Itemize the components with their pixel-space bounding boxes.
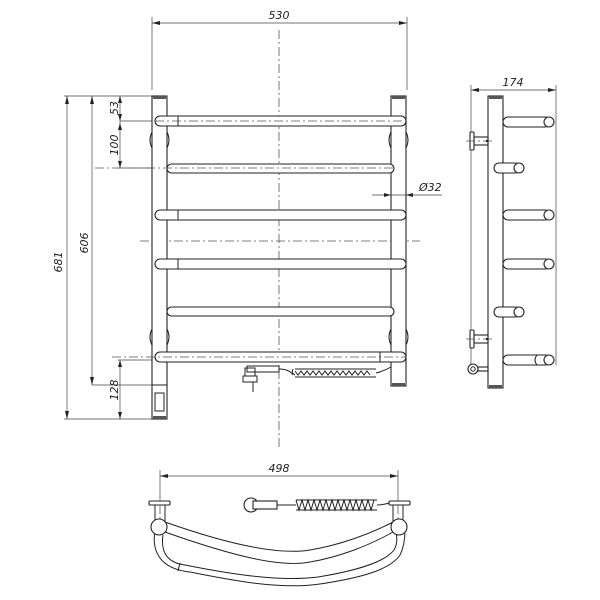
side-bracket-bottom <box>466 329 492 349</box>
rung-1 <box>154 115 407 127</box>
rung-3 <box>154 209 407 221</box>
side-rung-5 <box>493 306 525 318</box>
side-rung-2 <box>493 162 525 174</box>
dimension-diameter: Ø32 <box>372 181 442 197</box>
side-rung-3 <box>502 209 555 221</box>
side-rung-1 <box>502 116 555 128</box>
side-bracket-top <box>466 131 492 151</box>
left-upright <box>149 95 170 420</box>
rung-2 <box>95 163 395 174</box>
dim-label-100: 100 <box>108 135 121 156</box>
front-view: 530 681 606 53 <box>52 9 442 448</box>
dimension-174: 174 <box>470 76 557 365</box>
dim-label-606: 606 <box>78 233 91 254</box>
dimension-498: 498 <box>159 462 399 505</box>
heating-cable <box>242 365 392 392</box>
dimension-128: 128 <box>108 359 165 419</box>
top-cable <box>243 497 390 513</box>
dimension-530: 530 <box>151 9 408 90</box>
rung-5 <box>166 306 395 317</box>
dim-label-width: 530 <box>269 9 290 22</box>
coil <box>294 368 376 378</box>
dim-label-174: 174 <box>503 76 524 89</box>
side-rung-6 <box>502 354 555 366</box>
rung-6 <box>112 351 407 363</box>
side-rung-4 <box>502 258 555 270</box>
side-plug <box>467 363 489 375</box>
rung-4 <box>154 258 407 270</box>
dim-label-53: 53 <box>108 101 121 115</box>
dimension-681: 681 <box>52 95 152 420</box>
side-view: 174 <box>466 76 557 389</box>
right-upright <box>388 95 409 387</box>
dim-label-diameter: Ø32 <box>418 181 442 194</box>
top-view: 498 <box>148 462 411 587</box>
dim-label-498: 498 <box>269 462 290 475</box>
dim-label-128: 128 <box>108 380 121 401</box>
dim-label-681: 681 <box>52 252 65 273</box>
dimension-606: 606 <box>78 96 152 386</box>
